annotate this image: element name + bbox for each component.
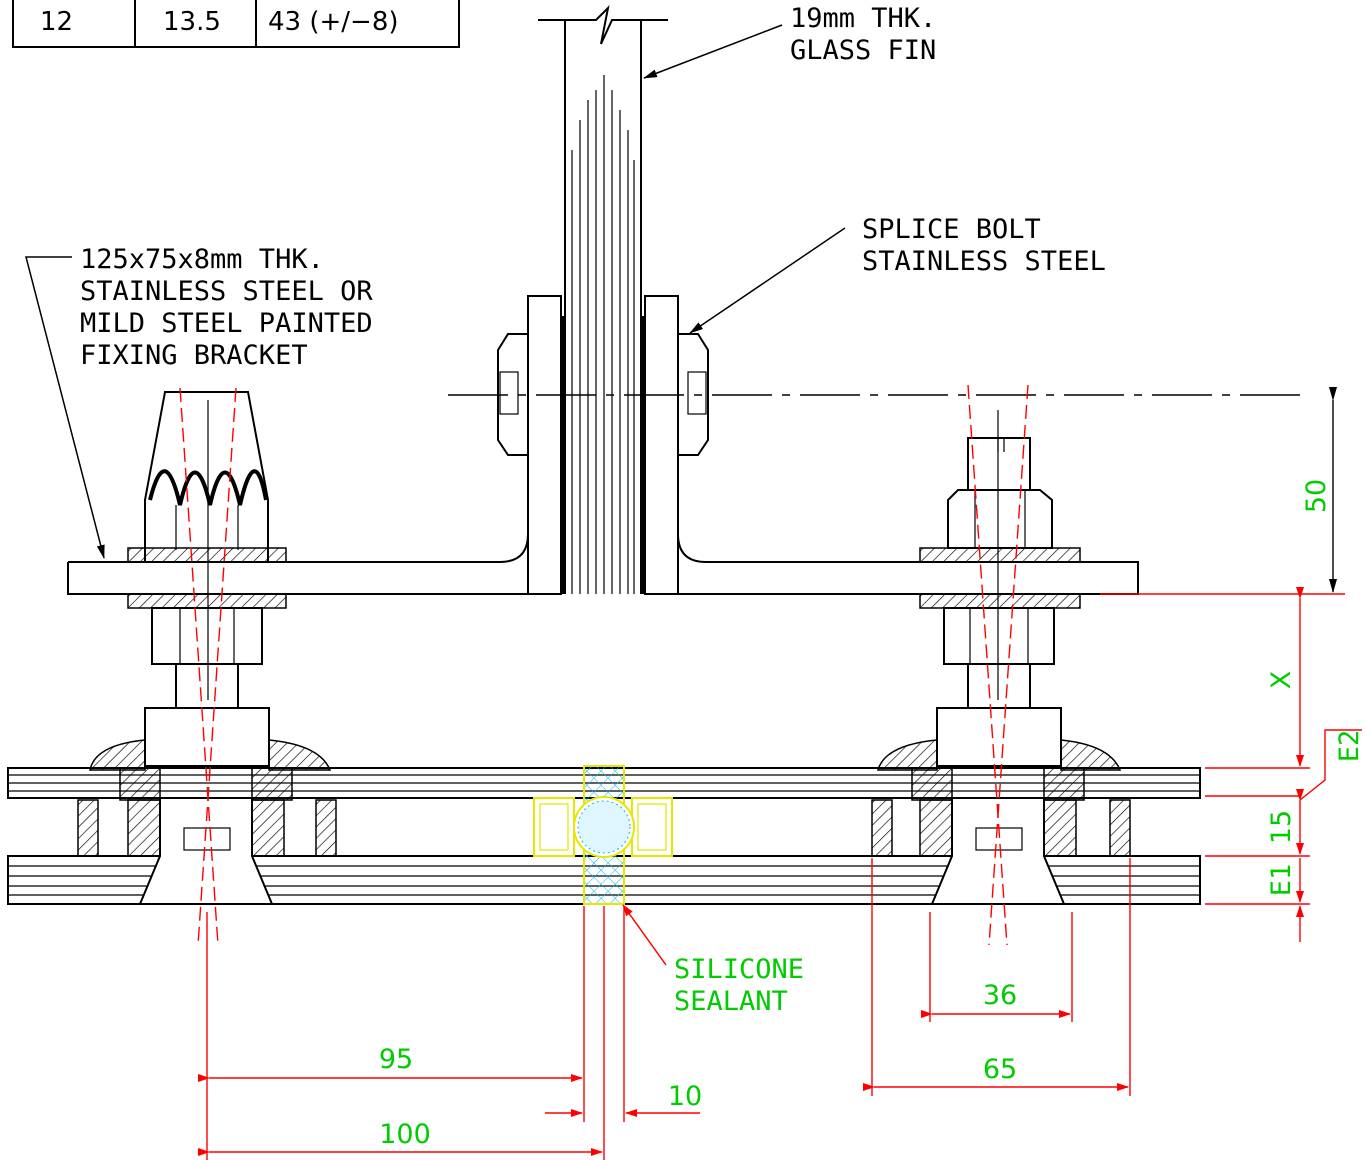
table-cell-1: 12 [40, 7, 73, 37]
leader-lines [25, 24, 846, 966]
fixing-bracket-right [644, 296, 1139, 595]
splice-plates [497, 295, 709, 595]
glass-fin-label-2: GLASS FIN [790, 35, 936, 66]
silicone-joint [533, 765, 673, 905]
table-cell-3: 43 (+/−8) [268, 7, 399, 37]
left-bolt-assembly [89, 391, 332, 771]
dim-10: 10 [668, 1081, 702, 1112]
bracket-label-1: 125x75x8mm THK. [80, 244, 324, 275]
dim-15: 15 [1266, 810, 1297, 844]
dim-65: 65 [983, 1054, 1017, 1085]
bracket-label-4: FIXING BRACKET [80, 340, 308, 371]
right-glass-fitting [871, 767, 1131, 905]
dim-x: X [1266, 671, 1297, 690]
splice-bolt-label-1: SPLICE BOLT [862, 214, 1041, 245]
bracket-label-2: STAINLESS STEEL OR [80, 276, 373, 307]
glass-fin-label-1: 19mm THK. [790, 3, 936, 34]
glass-fin [538, 4, 668, 594]
dim-e2: E2 [1334, 730, 1365, 763]
splice-bolt-label-2: STAINLESS STEEL [862, 246, 1106, 277]
dimension-lines [198, 387, 1362, 1160]
dim-95: 95 [379, 1044, 413, 1075]
table-cell-2: 13.5 [163, 7, 221, 37]
fixing-bracket-left [67, 296, 562, 595]
dim-e1: E1 [1266, 864, 1297, 897]
dim-50: 50 [1301, 479, 1332, 513]
bracket-label-3: MILD STEEL PAINTED [80, 308, 373, 339]
silicone-label-1: SILICONE [674, 954, 804, 985]
right-bolt-assembly [877, 410, 1122, 771]
silicone-label-2: SEALANT [674, 986, 788, 1017]
left-glass-fitting [77, 767, 337, 905]
dim-100: 100 [379, 1119, 431, 1150]
red-axis-lines [179, 384, 1029, 946]
dim-36: 36 [983, 980, 1017, 1011]
spec-table: 12 13.5 43 (+/−8) [12, 0, 460, 48]
